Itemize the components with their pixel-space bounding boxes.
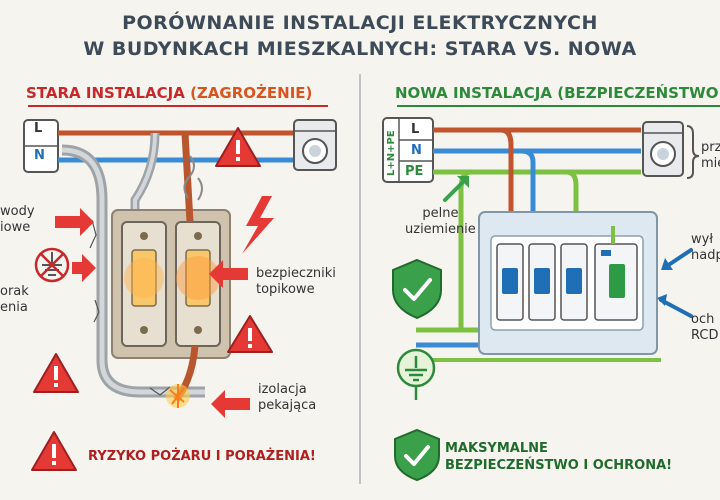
old-label-fuses: bezpieczniki topikowe: [256, 266, 336, 298]
old-header-tag: (ZAGROŻENIE): [190, 84, 313, 102]
old-label-insulation-1: izolacja: [258, 382, 307, 397]
washing-machine-icon: [293, 119, 337, 171]
old-label-no-ground-2: enia: [0, 300, 28, 315]
warning-triangle-icon: [227, 315, 273, 353]
shield-check-icon: [394, 428, 440, 482]
new-installation-diagram: [382, 117, 700, 482]
old-label-fuses-1: bezpieczniki: [256, 266, 336, 281]
new-label-mcb: wył nadp: [691, 232, 720, 264]
new-label-rcd: och RCD: [691, 312, 718, 344]
new-bottom-message-1: MAKSYMALNE: [445, 441, 548, 456]
no-ground-icon: [34, 247, 70, 283]
arrow-icon: [657, 294, 693, 318]
arrow-icon: [209, 260, 248, 288]
arrow-icon: [661, 248, 693, 270]
panel-divider: [359, 74, 361, 484]
new-wire-label-combo: L+N+PE: [386, 130, 397, 176]
new-bottom-message: MAKSYMALNE BEZPIECZEŃSTWO I OCHRONA!: [445, 440, 672, 474]
old-installation-panel: STARA INSTALACJA (ZAGROŻENIE): [0, 0, 359, 500]
old-label-aluminum-1: wody: [0, 204, 35, 219]
arrow-icon: [55, 208, 94, 236]
new-label-rcd-1: och: [691, 312, 715, 327]
new-bottom-message-2: BEZPIECZEŃSTWO I OCHRONA!: [445, 458, 673, 473]
old-label-aluminum: wody iowe: [0, 204, 35, 236]
warning-triangle-icon: [31, 431, 77, 471]
mcb-breaker: [528, 243, 556, 321]
old-label-aluminum-2: iowe: [0, 220, 31, 235]
page-title-line-1: PORÓWNANIE INSTALACJI ELEKTRYCZNYCH: [122, 12, 598, 34]
old-header-underline: [28, 105, 328, 107]
new-installation-header: NOWA INSTALACJA (BEZPIECZEŃSTWO): [395, 84, 720, 102]
new-label-mcb-1: wył: [691, 232, 714, 247]
old-wire-label-n: N: [34, 148, 45, 163]
rcd-device: [594, 243, 638, 321]
old-label-no-ground: orak enia: [0, 284, 29, 316]
old-bottom-warning: RYZYKO POŻARU I PORAŻENIA!: [88, 449, 316, 464]
shield-check-icon: [392, 258, 442, 320]
new-label-mcb-2: nadp: [691, 248, 720, 263]
new-label-ground-1: pelne: [422, 206, 459, 221]
earth-ground-icon: [396, 348, 436, 400]
old-label-no-ground-1: orak: [0, 284, 29, 299]
arrow-icon: [72, 254, 96, 282]
old-label-insulation: izolacja pekająca: [258, 382, 316, 414]
old-installation-header: STARA INSTALACJA (ZAGROŻENIE): [26, 84, 312, 102]
new-wire-label-n: N: [411, 143, 422, 158]
washing-machine-icon: [642, 121, 684, 177]
new-label-appliance: prz mie: [701, 140, 720, 172]
old-label-insulation-2: pekająca: [258, 398, 317, 413]
page-title-line-2: W BUDYNKACH MIESZKALNYCH: STARA VS. NOWA: [83, 38, 637, 60]
new-wire-label-pe: PE: [405, 164, 424, 179]
arrow-icon: [443, 176, 469, 202]
new-label-appliance-2: mie: [701, 156, 720, 171]
new-installation-panel: NOWA INSTALACJA (BEZPIECZEŃSTWO): [361, 0, 720, 500]
new-header-underline: [397, 105, 720, 107]
mcb-breaker: [560, 243, 588, 321]
new-label-ground: pelne uziemienie: [405, 206, 476, 238]
old-header-text: STARA INSTALACJA: [26, 84, 185, 102]
old-installation-diagram: [23, 119, 337, 471]
old-label-fuses-2: topikowe: [256, 282, 315, 297]
arrow-icon: [211, 390, 250, 418]
warning-triangle-icon: [33, 353, 79, 393]
new-wire-label-l: L: [411, 122, 420, 137]
new-label-appliance-1: prz: [701, 140, 720, 155]
lightning-icon: [242, 196, 274, 254]
warning-triangle-icon: [215, 127, 261, 167]
new-label-ground-2: uziemienie: [405, 222, 476, 237]
mcb-breaker: [496, 243, 524, 321]
new-label-rcd-2: RCD: [691, 328, 719, 343]
old-wire-label-l: L: [34, 121, 43, 136]
